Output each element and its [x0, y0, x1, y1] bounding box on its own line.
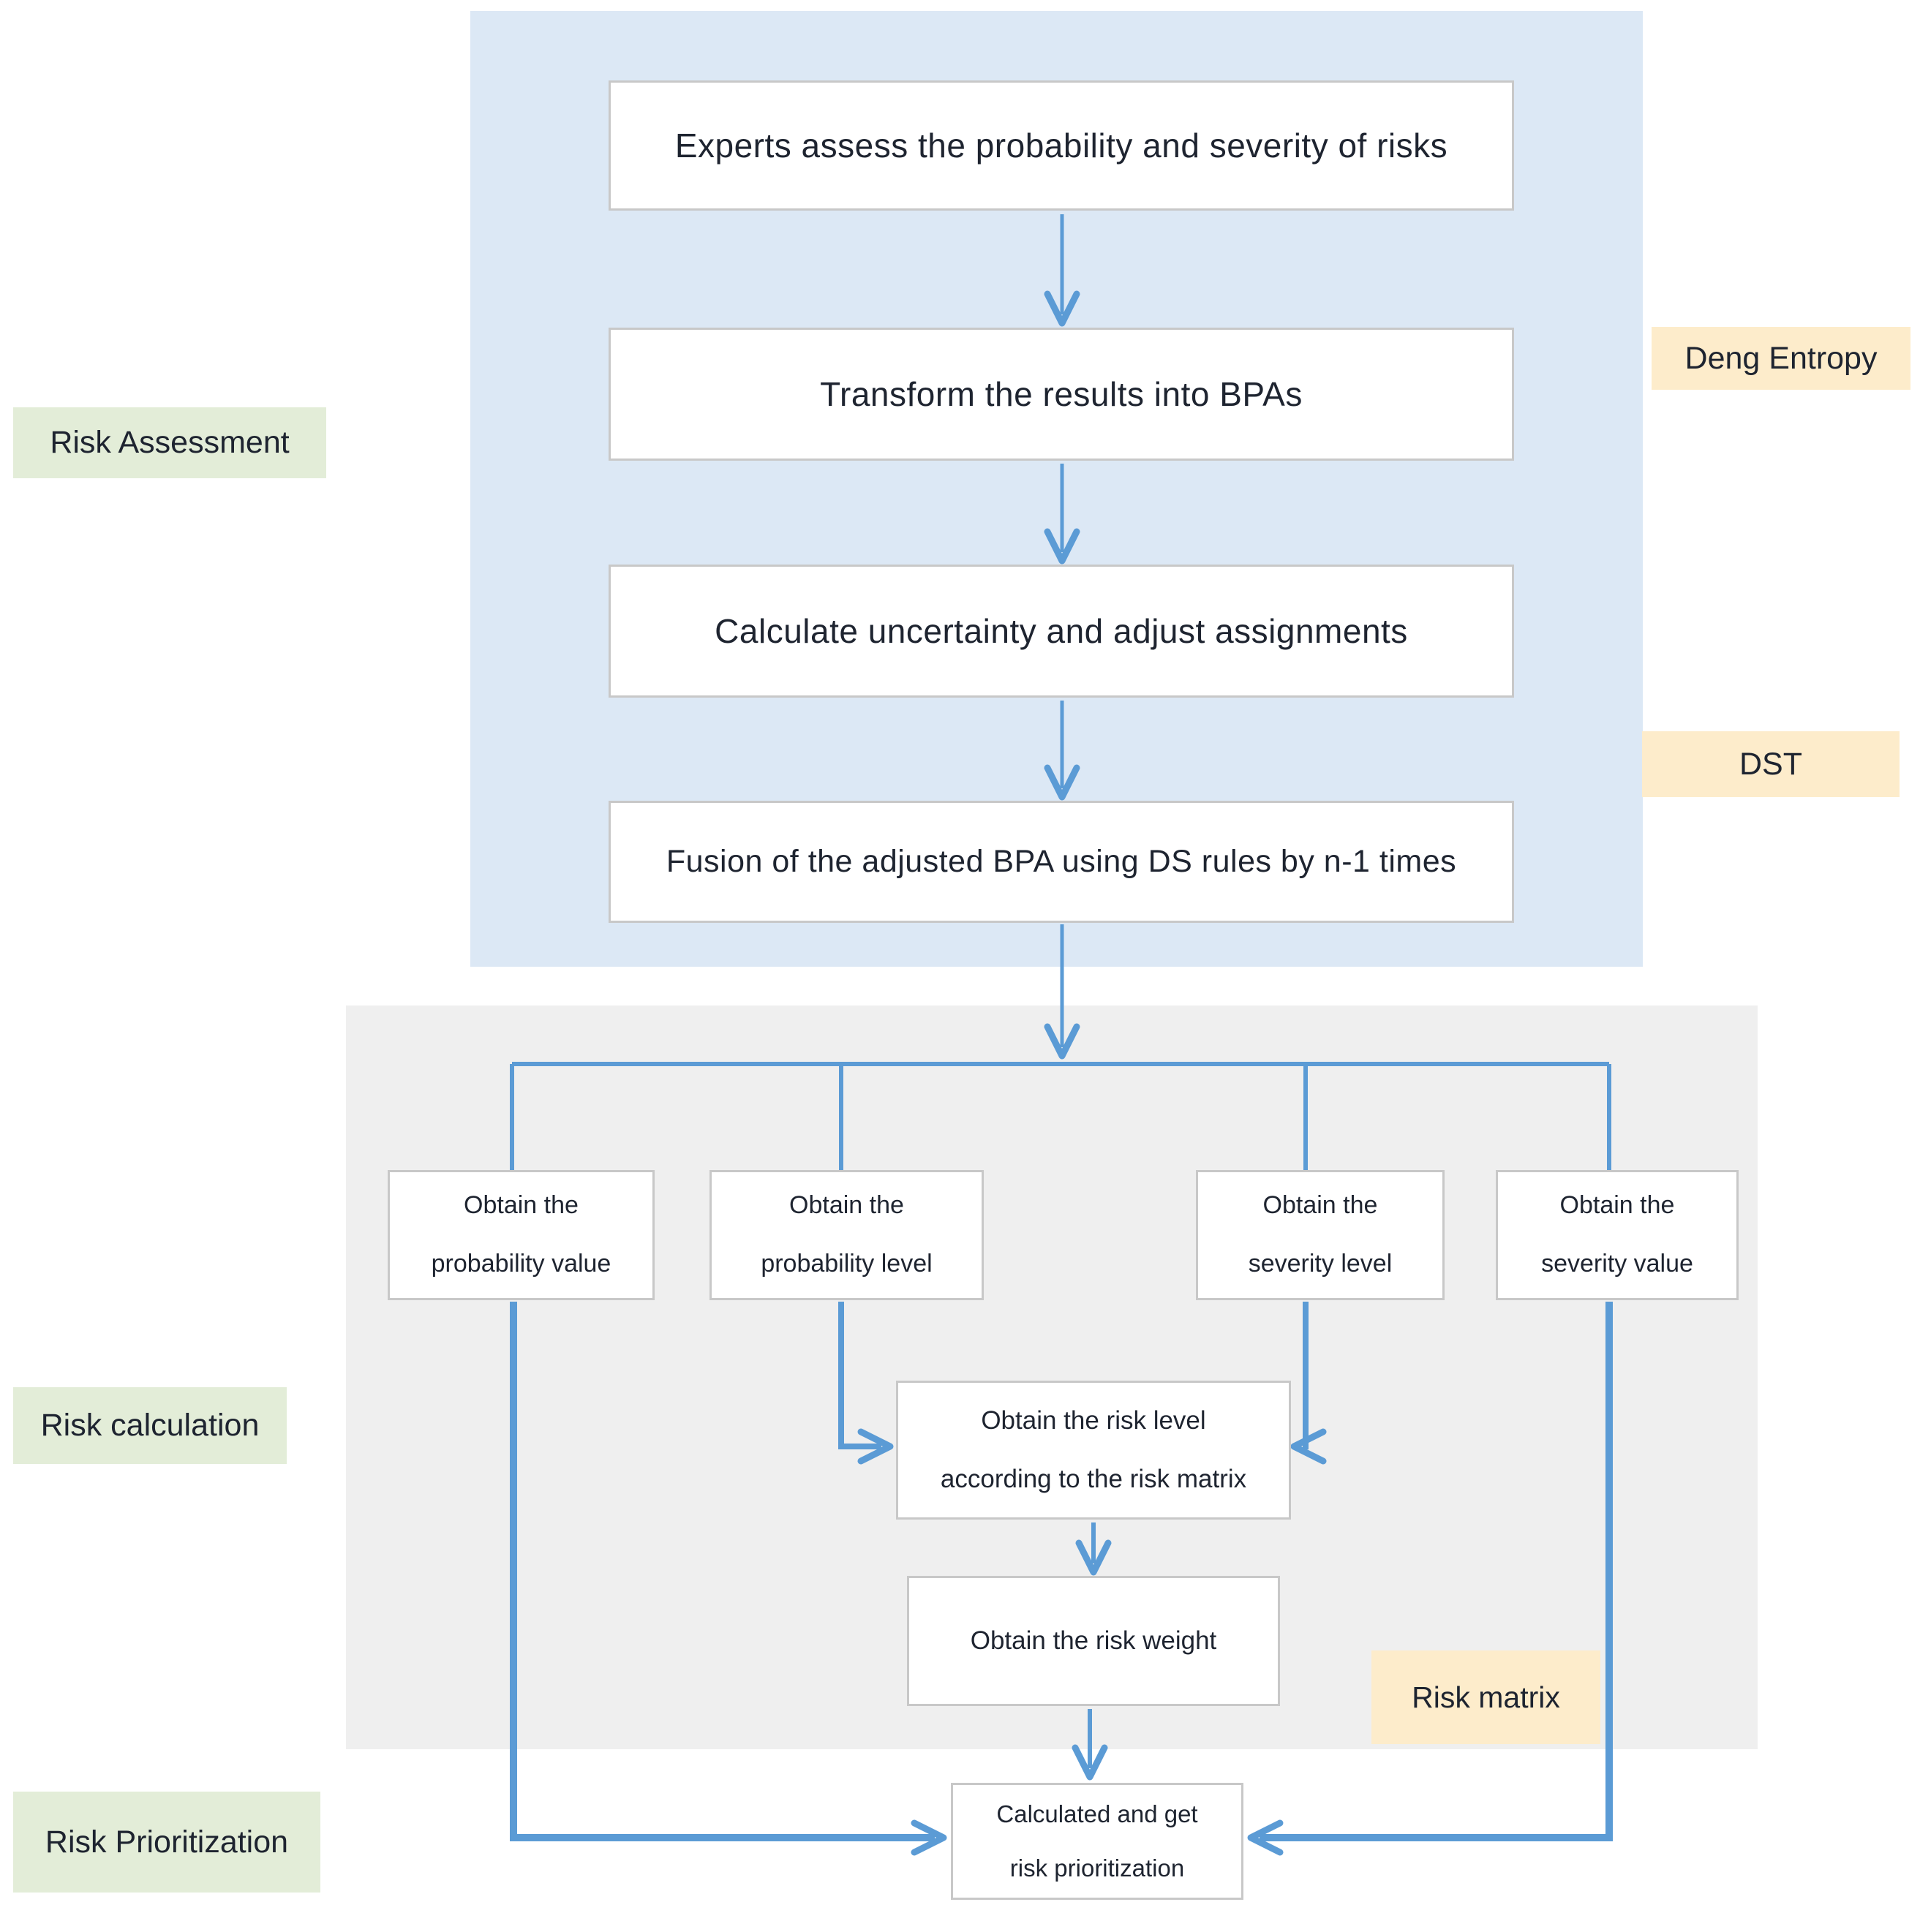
node-final-prioritization: Calculated and get risk prioritization — [951, 1783, 1243, 1900]
branch-severity-value-line2: severity value — [1541, 1250, 1693, 1278]
node-final-prioritization-line2: risk prioritization — [1009, 1854, 1185, 1882]
branch-probability-level-line2: probability level — [761, 1250, 933, 1278]
step-transform-bpas-label: Transform the results into BPAs — [820, 375, 1303, 413]
stage-label-risk-assessment: Risk Assessment — [13, 407, 326, 478]
branch-severity-level-line1: Obtain the — [1262, 1191, 1378, 1220]
branch-severity-level: Obtain the severity level — [1196, 1170, 1445, 1300]
node-final-prioritization-line1: Calculated and get — [996, 1800, 1198, 1827]
branch-probability-level: Obtain the probability level — [709, 1170, 984, 1300]
stage-label-risk-prioritization-text: Risk Prioritization — [45, 1824, 289, 1860]
branch-severity-value: Obtain the severity value — [1496, 1170, 1739, 1300]
method-label-deng-entropy-text: Deng Entropy — [1684, 340, 1878, 376]
branch-severity-value-line1: Obtain the — [1559, 1191, 1675, 1220]
stage-label-risk-prioritization: Risk Prioritization — [13, 1792, 320, 1893]
branch-probability-level-line1: Obtain the — [789, 1191, 904, 1220]
method-label-risk-matrix-text: Risk matrix — [1412, 1680, 1560, 1714]
method-label-deng-entropy: Deng Entropy — [1652, 327, 1910, 390]
branch-severity-level-line2: severity level — [1248, 1250, 1393, 1278]
method-label-dst: DST — [1642, 731, 1900, 797]
branch-probability-value-line2: probability value — [431, 1250, 611, 1278]
step-calculate-uncertainty-label: Calculate uncertainty and adjust assignm… — [715, 612, 1408, 650]
branch-probability-value: Obtain the probability value — [388, 1170, 655, 1300]
step-fusion-ds-rules-label: Fusion of the adjusted BPA using DS rule… — [666, 844, 1457, 879]
step-experts-assess: Experts assess the probability and sever… — [609, 80, 1514, 211]
stage-label-risk-calculation-text: Risk calculation — [40, 1408, 260, 1443]
stage-label-risk-calculation: Risk calculation — [13, 1387, 287, 1464]
node-risk-weight-label: Obtain the risk weight — [970, 1626, 1217, 1655]
node-risk-weight: Obtain the risk weight — [907, 1576, 1280, 1706]
step-calculate-uncertainty: Calculate uncertainty and adjust assignm… — [609, 565, 1514, 698]
method-label-dst-text: DST — [1739, 746, 1802, 782]
step-transform-bpas: Transform the results into BPAs — [609, 328, 1514, 461]
method-label-risk-matrix: Risk matrix — [1371, 1650, 1600, 1744]
stage-label-risk-assessment-text: Risk Assessment — [50, 425, 290, 460]
node-risk-level-line2: according to the risk matrix — [940, 1465, 1247, 1493]
step-experts-assess-label: Experts assess the probability and sever… — [674, 127, 1448, 165]
branch-probability-value-line1: Obtain the — [464, 1191, 579, 1220]
node-risk-level-line1: Obtain the risk level — [981, 1405, 1206, 1435]
node-risk-level: Obtain the risk level according to the r… — [896, 1381, 1291, 1520]
step-fusion-ds-rules: Fusion of the adjusted BPA using DS rule… — [609, 801, 1514, 923]
